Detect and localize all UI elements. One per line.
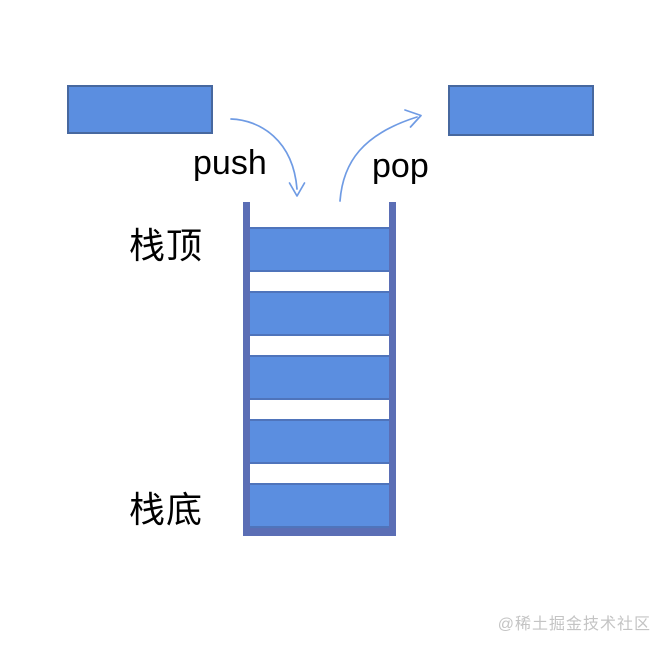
stack-items (250, 227, 389, 528)
pop-element-box (448, 85, 594, 136)
pop-arrow-head (404, 109, 422, 128)
pop-label: pop (372, 147, 429, 185)
stack-item (250, 227, 389, 272)
stack-item (250, 291, 389, 336)
stack-bottom-label: 栈底 (129, 489, 204, 530)
push-element-box (67, 85, 213, 134)
push-label: push (193, 144, 267, 182)
push-arrow-head (288, 182, 306, 197)
stack-item (250, 483, 389, 528)
stack-item (250, 419, 389, 464)
stack-top-label: 栈顶 (129, 225, 204, 266)
stack-container (243, 202, 396, 536)
watermark: @稀土掘金技术社区 (497, 616, 651, 633)
stack-item (250, 355, 389, 400)
